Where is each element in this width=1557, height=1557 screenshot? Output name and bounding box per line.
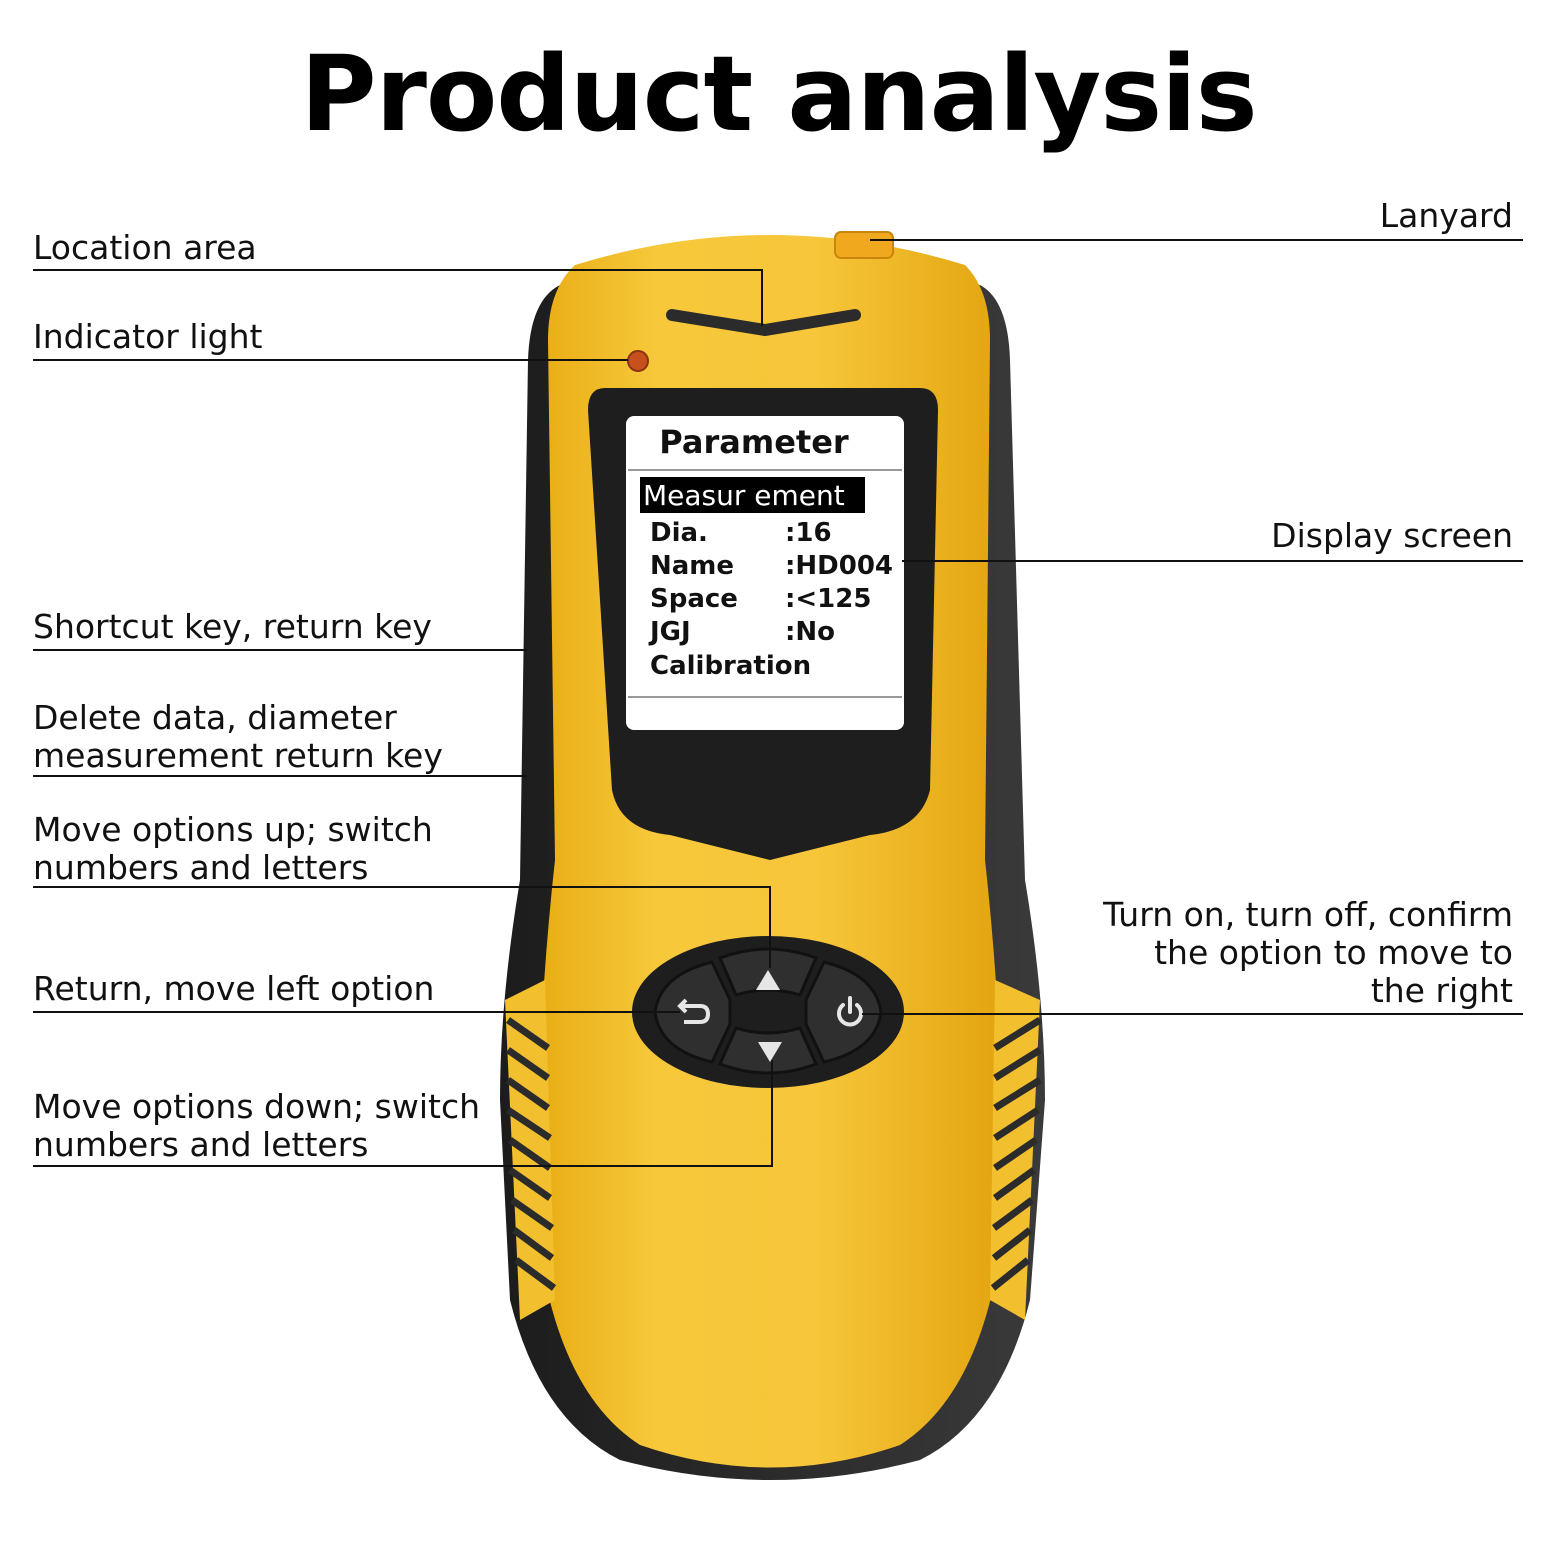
label-line: the right (1370, 971, 1513, 1010)
page-title: Product analysis (300, 33, 1257, 155)
label-location-area: Location area (33, 228, 257, 267)
label-display-screen: Display screen (1271, 516, 1513, 555)
screen-row-value: :No (785, 617, 835, 647)
leader-move-up (33, 886, 771, 968)
power-icon (837, 996, 863, 1027)
label-indicator-light: Indicator light (33, 317, 263, 356)
location-notch (666, 309, 861, 337)
label-delete-data: Delete data, diameter measurement return… (33, 699, 443, 775)
return-arrow-icon (677, 998, 711, 1024)
label-line: Move options down; switch (33, 1087, 481, 1126)
label-return-left: Return, move left option (33, 969, 435, 1008)
screen-selected-highlight (640, 477, 865, 513)
label-line: Delete data, diameter (33, 698, 397, 737)
label-lanyard: Lanyard (1379, 196, 1513, 235)
screen-row-key: Calibration (650, 651, 811, 681)
label-move-up: Move options up; switch numbers and lett… (33, 811, 433, 887)
screen-row-key: Dia. (650, 518, 708, 548)
screen-row-key: Name (650, 551, 734, 581)
label-line: measurement return key (33, 736, 443, 775)
screen-row-value: :HD004 (785, 551, 893, 581)
label-line: Move options up; switch (33, 810, 433, 849)
screen-row-value: :16 (785, 518, 832, 548)
screen-selected-item: Measur ement (643, 479, 845, 512)
lanyard-loop (834, 231, 894, 259)
screen-header: Parameter (659, 423, 849, 461)
left-button[interactable] (653, 960, 732, 1064)
leader-move-down (33, 1060, 773, 1167)
grip-stripes-left (505, 980, 557, 1320)
triangle-down-icon (758, 1042, 782, 1062)
screen-row-key: JGJ (648, 617, 691, 647)
leader-lines (33, 239, 1523, 1167)
label-line: Turn on, turn off, confirm (1103, 895, 1513, 934)
triangle-up-icon (756, 970, 780, 990)
label-line: the option to move to (1154, 933, 1513, 972)
label-shortcut-key: Shortcut key, return key (33, 607, 432, 646)
screen-row-key: Space (650, 584, 738, 614)
grip-stripes-right (990, 980, 1042, 1320)
label-power: Turn on, turn off, confirm the option to… (1103, 896, 1513, 1010)
screen-row-value: :<125 (785, 584, 871, 614)
screen-rows: Dia. :16 Name :HD004 Space :<125 JGJ :No… (648, 518, 893, 681)
label-line: numbers and letters (33, 848, 369, 887)
right-button[interactable] (804, 960, 883, 1064)
label-move-down: Move options down; switch numbers and le… (33, 1088, 480, 1164)
label-line: numbers and letters (33, 1125, 369, 1164)
indicator-light (627, 350, 649, 372)
leader-location-area (33, 269, 763, 326)
